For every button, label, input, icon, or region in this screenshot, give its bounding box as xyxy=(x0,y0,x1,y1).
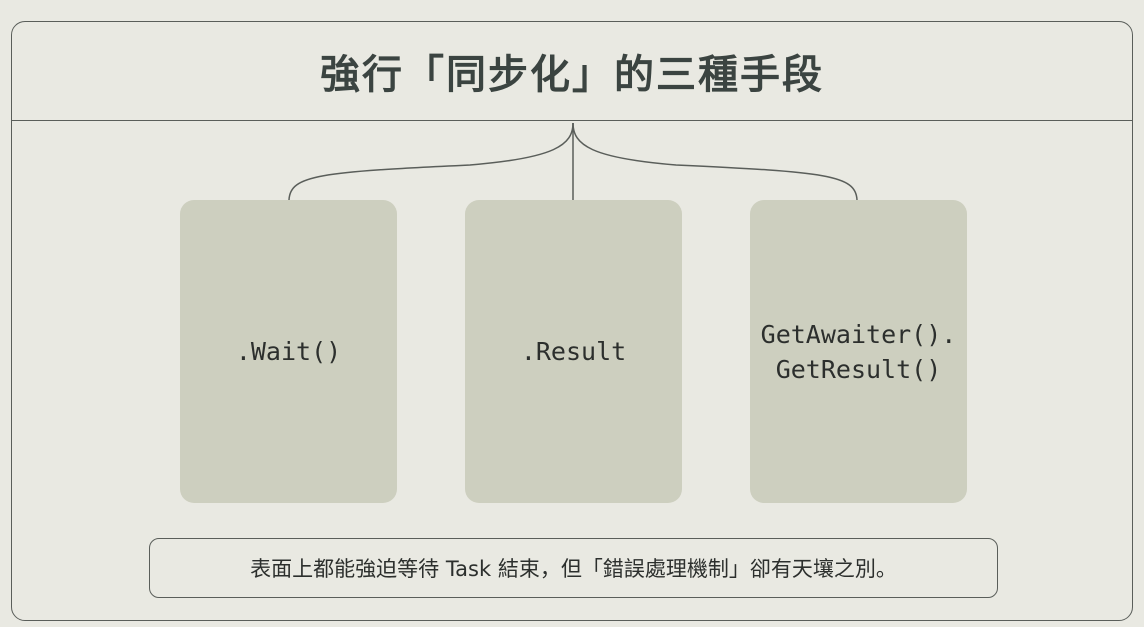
method-card-result: .Result xyxy=(465,200,682,503)
method-label-line: .Result xyxy=(520,337,627,366)
connector-left xyxy=(288,122,574,201)
method-label: .Result xyxy=(521,334,626,369)
footnote-text: 表面上都能強迫等待 Task 結束，但「錯誤處理機制」卻有天壤之別。 xyxy=(250,557,897,581)
method-label: .Wait() xyxy=(236,334,341,369)
method-label-line: GetAwaiter(). xyxy=(760,319,957,349)
title-bar: 強行「同步化」的三種手段 xyxy=(11,21,1133,121)
method-label-line: GetResult() xyxy=(775,354,942,384)
method-label: GetAwaiter(). GetResult() xyxy=(761,317,957,387)
method-card-wait: .Wait() xyxy=(180,200,397,503)
method-label-line: .Wait() xyxy=(235,337,342,366)
diagram-title: 強行「同步化」的三種手段 xyxy=(320,51,824,98)
connector-right xyxy=(572,122,858,201)
method-card-getawaiter: GetAwaiter(). GetResult() xyxy=(750,200,967,503)
footnote-box: 表面上都能強迫等待 Task 結束，但「錯誤處理機制」卻有天壤之別。 xyxy=(149,538,998,598)
